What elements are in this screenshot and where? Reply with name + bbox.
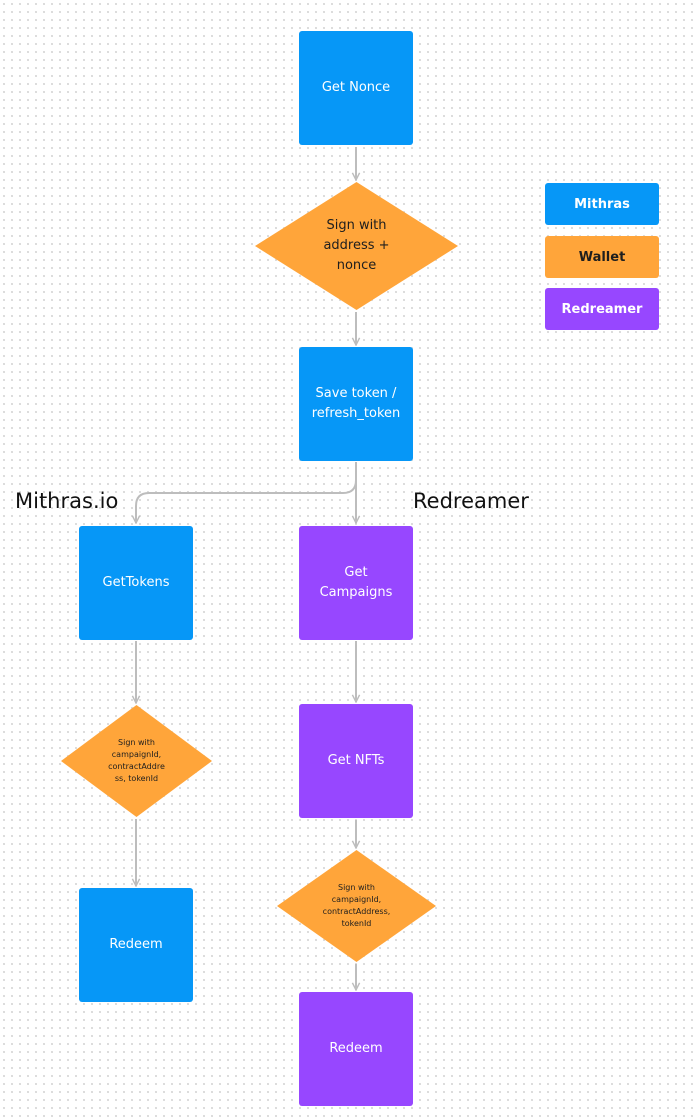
save-token-node: Save token / refresh_token	[299, 347, 413, 461]
diamond-shape	[61, 705, 212, 817]
redreamer-section-label: Redreamer	[413, 489, 529, 513]
redreamer-sign-diamond: Sign with campaignId, contractAddress, t…	[277, 850, 436, 962]
redreamer-redeem-node: Redeem	[299, 992, 413, 1106]
sign-nonce-label: Sign with address + nonce	[323, 218, 390, 273]
legend-wallet: Wallet	[545, 236, 659, 278]
legend-redreamer: Redreamer	[545, 288, 659, 330]
redreamer-sign-label: Sign with campaignId, contractAddress, t…	[322, 883, 391, 928]
legend-mithras: Mithras	[545, 183, 659, 225]
get-tokens-node: GetTokens	[79, 526, 193, 640]
arrow-save-to-gettokens	[136, 479, 357, 523]
get-campaigns-node: Get Campaigns	[299, 526, 413, 640]
mithras-section-label: Mithras.io	[15, 489, 119, 513]
diamond-shape	[277, 850, 436, 962]
mithras-sign-diamond: Sign with campaignId, contractAddre ss, …	[61, 705, 212, 817]
get-nfts-node: Get NFTs	[299, 704, 413, 818]
diamond-shape	[255, 182, 458, 310]
get-nonce-node: Get Nonce	[299, 31, 413, 145]
mithras-sign-label: Sign with campaignId, contractAddre ss, …	[108, 738, 165, 783]
sign-nonce-diamond: Sign with address + nonce	[255, 182, 458, 310]
mithras-redeem-node: Redeem	[79, 888, 193, 1002]
